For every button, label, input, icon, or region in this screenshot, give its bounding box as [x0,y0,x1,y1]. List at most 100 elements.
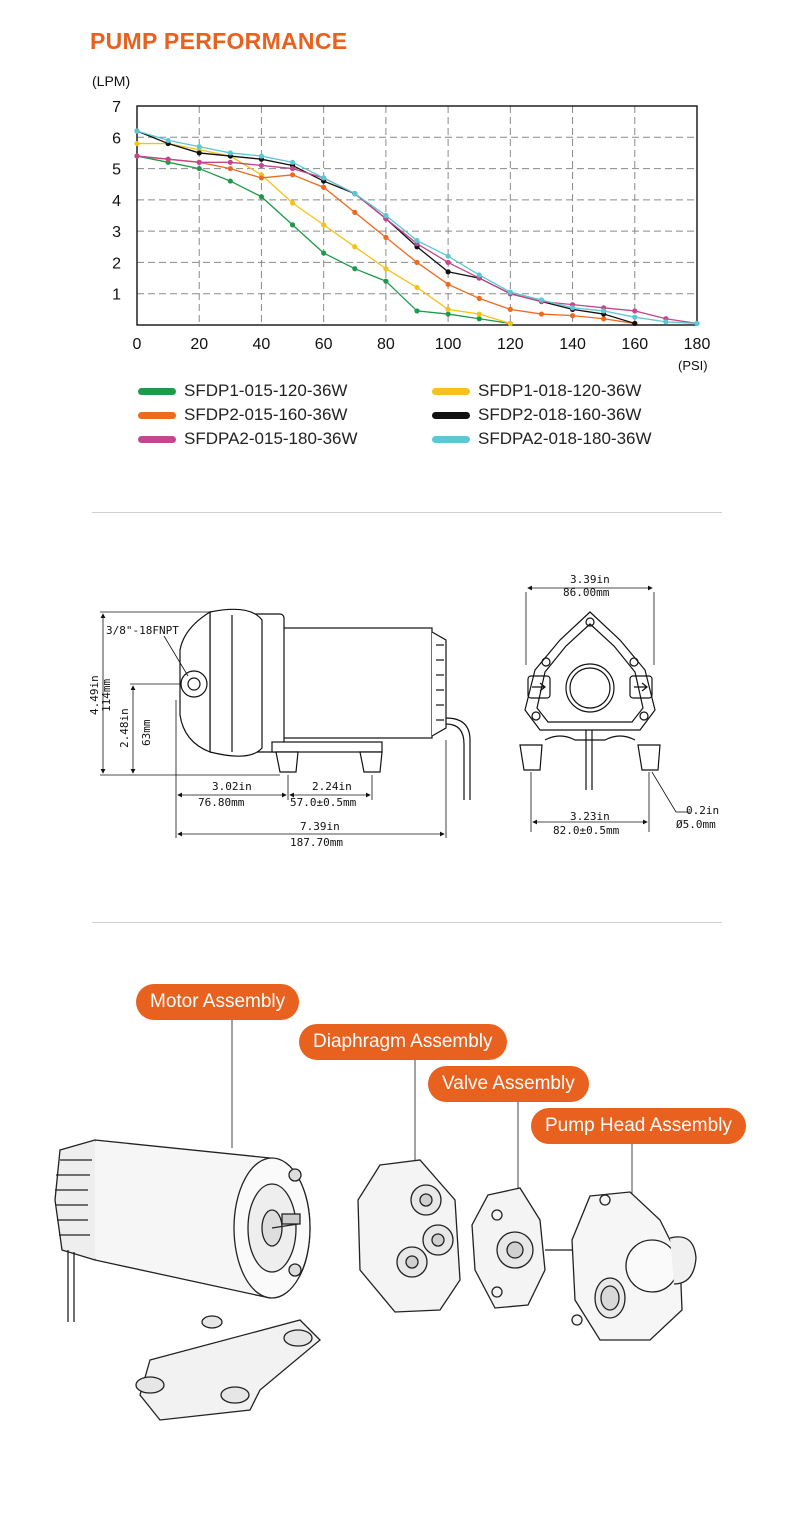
pump-side-view [179,608,471,800]
x-tick-label: 100 [435,336,462,353]
data-point [196,144,202,150]
data-point [165,156,171,162]
legend-label: SFDPA2-018-180-36W [478,429,652,448]
x-tick-label: 120 [497,336,524,353]
pump-head-drawing [571,1191,697,1341]
data-point [414,284,420,291]
y-axis-label: (LPM) [92,73,130,89]
data-point [289,172,296,178]
mount-bracket-drawing [135,1315,321,1421]
data-point [321,175,327,181]
y-tick-label: 4 [112,193,121,210]
data-point [476,316,482,322]
height-total-in: 4.49in [88,675,101,715]
x-axis-label: (PSI) [678,358,708,373]
section-divider [92,922,722,923]
mount-spacing-in: 2.24in [312,780,352,793]
hole-dia-mm: Ø5.0mm [676,818,716,831]
data-point [476,295,482,302]
data-point [663,319,669,325]
height-total-mm: 114mm [100,679,113,712]
front-view-dimensions [525,585,690,832]
legend-swatch [138,435,176,443]
data-point [601,316,607,322]
data-point [289,159,296,165]
x-tick-label: 40 [253,336,271,353]
data-point [165,137,171,144]
data-point [414,308,420,314]
data-point [352,191,358,197]
motor-drawing [54,1139,311,1322]
x-tick-label: 60 [315,336,333,353]
legend-label: SFDPA2-015-180-36W [184,429,358,448]
height-port-in: 2.48in [118,708,131,748]
legend-item: SFDP1-015-120-36W [138,381,347,401]
data-point [196,150,202,156]
data-point [414,237,420,244]
mount-spacing-mm: 57.0±0.5mm [290,796,357,809]
y-tick-label: 6 [112,130,121,147]
data-point [383,266,389,272]
pump-front-view [519,611,661,790]
data-point [476,272,482,278]
data-point [445,269,451,275]
data-point [258,162,265,169]
data-point [538,297,545,303]
data-point [134,140,140,147]
data-point [445,306,451,312]
data-point [507,306,513,312]
page-title: PUMP PERFORMANCE [90,28,348,54]
y-tick-label: 7 [112,99,121,116]
legend-item: SFDP2-015-160-36W [138,405,347,425]
data-point [632,320,638,327]
data-point [694,320,700,327]
width-total-in: 3.39in [570,573,610,586]
data-point [445,259,451,266]
data-point [258,194,265,200]
data-point [632,308,638,314]
data-point [227,178,233,184]
hole-dia-in: 0.2in [686,804,719,817]
data-point [227,159,233,165]
leader-lines [231,1020,633,1198]
data-point [383,234,389,240]
data-point [258,153,265,159]
data-point [321,184,327,190]
data-point [569,305,576,311]
foot-spacing-in: 3.23in [570,810,610,823]
data-point [321,222,327,228]
y-tick-label: 1 [112,287,121,304]
width-total-mm: 86.00mm [563,586,610,599]
thread-label: 3/8"-18FNPT [106,624,179,637]
length-total-in: 7.39in [300,820,340,833]
data-point [569,313,576,319]
legend-item: SFDPA2-018-180-36W [432,429,652,449]
data-point [476,311,482,317]
dimension-drawing: 3/8"-18FNPT 4.49in 114mm 2.48in 63mm 3.0… [88,573,719,849]
x-tick-label: 160 [621,336,648,353]
legend-item: SFDP2-018-160-36W [432,405,641,425]
legend-swatch [432,411,470,419]
data-point [352,209,358,215]
data-point [507,289,513,295]
y-tick-label: 5 [112,162,121,179]
legend-label: SFDP2-015-160-36W [184,405,348,424]
data-point [538,311,545,317]
motor-assembly-label: Motor Assembly [136,984,300,1020]
data-point [445,253,451,259]
data-point [414,259,420,266]
data-point [227,165,233,172]
data-point [507,320,513,327]
mount-offset-mm: 76.80mm [198,796,245,809]
y-tick-label: 2 [112,255,121,272]
data-point [258,175,265,181]
data-point [134,153,140,159]
data-point [632,314,638,320]
data-point [289,165,296,172]
plot-frame [136,105,698,326]
legend-item: SFDPA2-015-180-36W [138,429,358,449]
data-point [383,278,389,284]
data-point [196,165,202,172]
